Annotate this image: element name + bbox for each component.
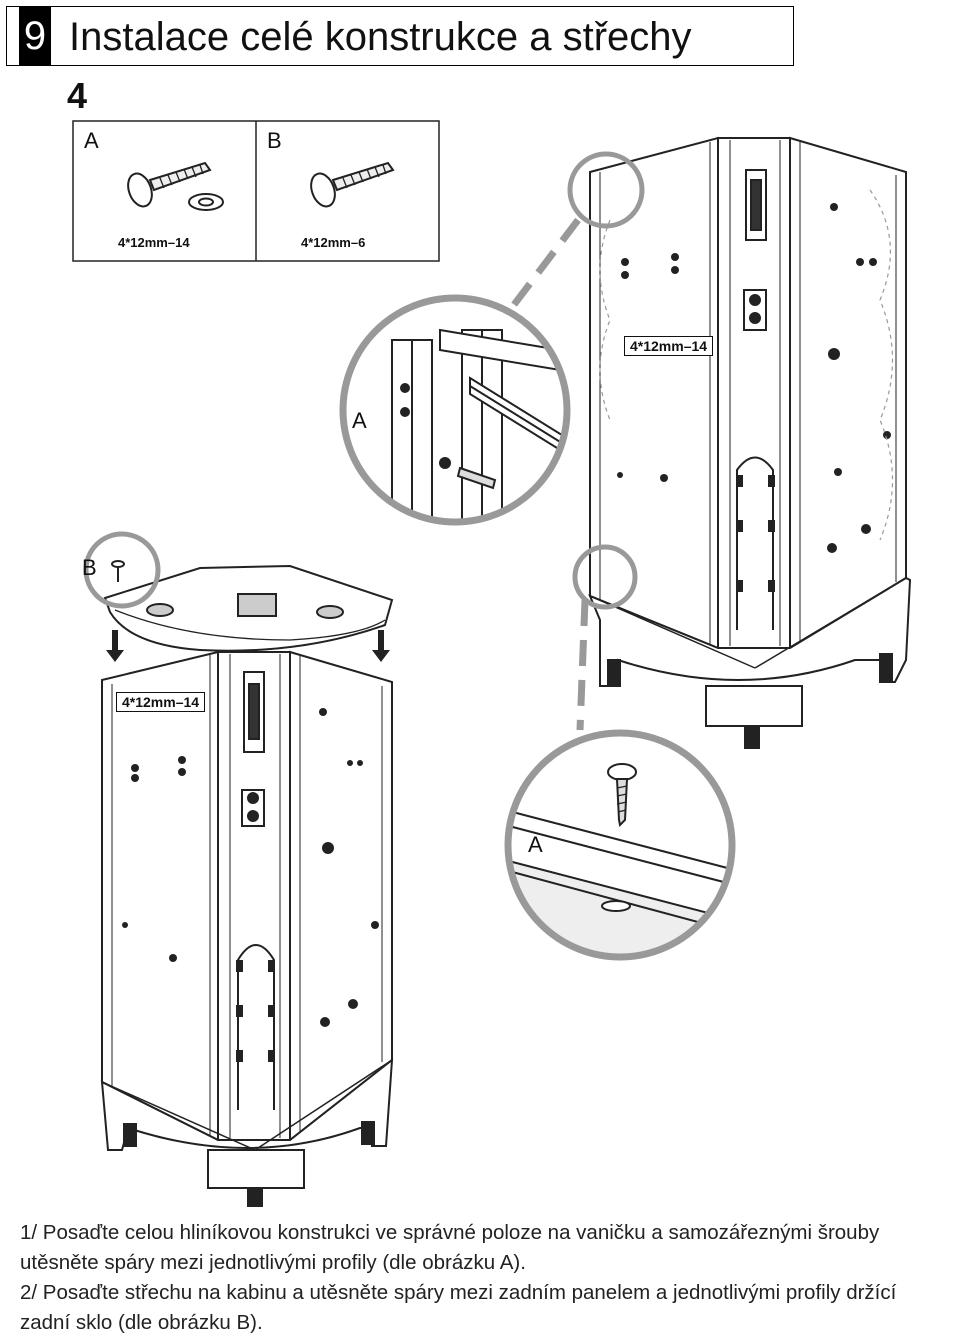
- arrow-down-icon: [106, 630, 124, 662]
- screw-a-icon: [127, 161, 224, 211]
- part-a-letter: A: [84, 128, 99, 153]
- arrow-down-icon: [372, 630, 390, 662]
- detail-circle-top: [567, 151, 645, 229]
- screw-detail-icon: [607, 763, 637, 828]
- detail-b-label: B: [82, 555, 97, 580]
- detail-circle-b: [83, 531, 161, 609]
- part-a-spec: 4*12mm–14: [118, 235, 190, 250]
- instruction-step-2: 2/ Posaďte střechu na kabinu a utěsněte …: [20, 1281, 897, 1334]
- detail-a-bottom: [508, 733, 732, 957]
- instructions-text: 1/ Posaďte celou hliníkovou konstrukci v…: [20, 1218, 950, 1338]
- detail-circle-bottom: [572, 544, 638, 610]
- step-header: 9 Instalace celé konstrukce a střechy: [6, 6, 794, 66]
- detail-a-top: [343, 298, 567, 522]
- cabin-right: [588, 136, 912, 749]
- cabin-left: [100, 564, 394, 1207]
- screw-b-icon: [310, 161, 395, 208]
- instruction-step-1: 1/ Posaďte celou hliníkovou konstrukci v…: [20, 1221, 880, 1274]
- step-number: 9: [19, 7, 51, 65]
- screw-b-small-icon: [111, 560, 125, 582]
- assembly-illustration: [72, 120, 912, 1207]
- detail-a-bottom-label: A: [528, 832, 543, 857]
- screw-size-tag-right: 4*12mm–14: [624, 336, 714, 356]
- page-title: Instalace celé konstrukce a střechy: [69, 15, 692, 59]
- part-b-letter: B: [267, 128, 282, 153]
- substep-number: 4: [67, 75, 88, 116]
- screw-size-tag-left: 4*12mm–14: [116, 692, 206, 712]
- part-b-spec: 4*12mm–6: [301, 235, 366, 250]
- screw-detail-icon: [439, 457, 497, 490]
- detail-a-top-label: A: [352, 408, 367, 433]
